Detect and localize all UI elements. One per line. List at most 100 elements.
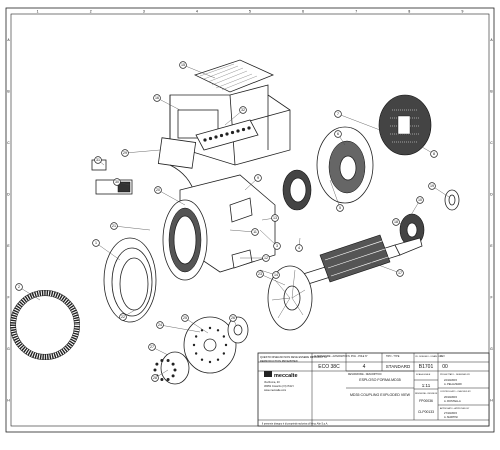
hdr-description: DESCRIZIONE - DESCRIPTION: [348, 374, 382, 376]
rotor-assembly: [299, 234, 423, 286]
disc-hole: [208, 326, 212, 330]
frame-column-number: 8: [408, 10, 410, 14]
frame-row-letter: F: [7, 295, 9, 299]
frame-column-number: 2: [90, 10, 92, 14]
callout-8: 8: [430, 150, 438, 158]
terminal-stud: [236, 129, 240, 133]
callout-9: 9: [254, 174, 262, 182]
leader-line: [337, 113, 381, 131]
stator-housing: [162, 174, 276, 281]
callout-11: 11: [251, 228, 259, 236]
leader-line: [409, 139, 435, 155]
callout-label: 8: [433, 152, 435, 156]
description-it: ESPLOSO FORMA MD35: [359, 378, 401, 382]
callout-label: 6: [337, 132, 339, 136]
callout-18: 18: [392, 218, 400, 226]
callout-4: 4: [295, 244, 303, 252]
callout-1: 1: [92, 239, 100, 247]
frame-column-number: 7: [355, 10, 357, 14]
frame-row-letter: G: [7, 347, 10, 351]
designed-name: A. PELLIZZARI: [444, 382, 462, 386]
scale-value: 1:11: [422, 383, 431, 388]
disclaimer-it: QUESTO DISEGNO NON DEVE ESSERE RIPRODOTT…: [260, 355, 327, 359]
callout-label: 18: [394, 220, 398, 224]
callout-label: 15: [181, 63, 185, 67]
frame-column-number: 9: [461, 10, 463, 14]
inner-frame: [10, 13, 490, 427]
callout-20: 20: [154, 186, 162, 194]
callout-label: 32: [241, 108, 245, 112]
frame-row-letter: E: [490, 244, 493, 248]
callout-label: 29: [123, 151, 127, 155]
callout-30: 30: [113, 178, 121, 186]
front-bracket: [103, 237, 157, 323]
coupling-bolt: [153, 368, 157, 372]
frame-row-letter: A: [7, 38, 10, 42]
type-value: STANDARD: [386, 364, 411, 369]
frame-row-letter: B: [7, 89, 10, 93]
callout-19: 19: [428, 182, 436, 190]
callout-label: 25: [183, 316, 187, 320]
callout-label: 31: [96, 158, 100, 162]
terminal-box-cover: [193, 59, 275, 93]
callout-label: 13: [273, 216, 277, 220]
callout-3: 3: [273, 242, 281, 250]
disc-hole: [208, 360, 212, 364]
disc-hole: [194, 335, 198, 338]
rev-value: 00: [442, 364, 448, 370]
exciter-stator: [282, 169, 312, 211]
frame-column-number: 6: [302, 10, 304, 14]
coupling-bolt: [171, 374, 175, 378]
disc-hole: [194, 352, 198, 355]
poles-value: 4: [363, 364, 366, 370]
callout-10: 10: [416, 196, 424, 204]
frame-row-letter: E: [7, 244, 10, 248]
checked-date: 26/10/2015: [444, 395, 458, 399]
hdr-revision: REVISIONE - REVISION: [415, 393, 438, 395]
callout-label: 3: [276, 244, 278, 248]
disclaimer-en: REPRODUCTION PROHIBITED: [260, 359, 298, 363]
callout-13: 13: [271, 214, 279, 222]
company-logo-mark: [264, 371, 272, 377]
callout-27: 27: [148, 343, 156, 351]
coupling-bolt: [173, 368, 177, 372]
address-line-1: Via Roma, 20: [264, 380, 280, 384]
cooling-fan: [267, 265, 313, 331]
frame-row-letter: C: [7, 141, 10, 145]
callout-label: 7: [337, 112, 339, 116]
frame-row-letter: H: [7, 398, 10, 402]
frame-column-number: 3: [143, 10, 145, 14]
callout-25: 25: [181, 314, 189, 322]
coupling-bolt: [166, 358, 170, 362]
revision-value-2: CLP00133: [418, 410, 434, 414]
callout-label: 17: [398, 271, 402, 275]
spacer-ring: [160, 351, 190, 385]
address-line-2: 36051 Creazzo (VI) ITALY: [264, 384, 294, 388]
leader-line: [259, 229, 278, 247]
leader-line: [18, 286, 41, 301]
callout-label: 16: [155, 96, 159, 100]
leader-lines: [18, 64, 450, 379]
coupling-bolt: [155, 362, 159, 366]
callout-label: 23: [258, 272, 262, 276]
leader-line: [124, 149, 161, 154]
frame-column-number: 4: [196, 10, 198, 14]
callout-label: 27: [150, 345, 154, 349]
callout-24: 24: [156, 321, 164, 329]
frame-row-letter: D: [7, 192, 10, 196]
callout-label: 24: [158, 323, 162, 327]
approved-name: A. MARTINI: [444, 415, 458, 419]
exciter-rotor: [399, 213, 425, 247]
callout-label: 26: [231, 316, 235, 320]
leader-line: [259, 273, 286, 286]
callout-label: 21: [112, 224, 116, 228]
hdr-alternator: ALTERNATORE - ALTERNATOR: [314, 355, 348, 358]
leader-line: [182, 64, 216, 79]
callout-label: 28: [153, 376, 157, 380]
disc-hole: [222, 352, 226, 355]
callout-2: 2: [15, 283, 23, 291]
hdr-drawing: CD. DISEGNO - DRAW. CD.: [415, 355, 442, 358]
terminal-stud: [225, 132, 229, 136]
